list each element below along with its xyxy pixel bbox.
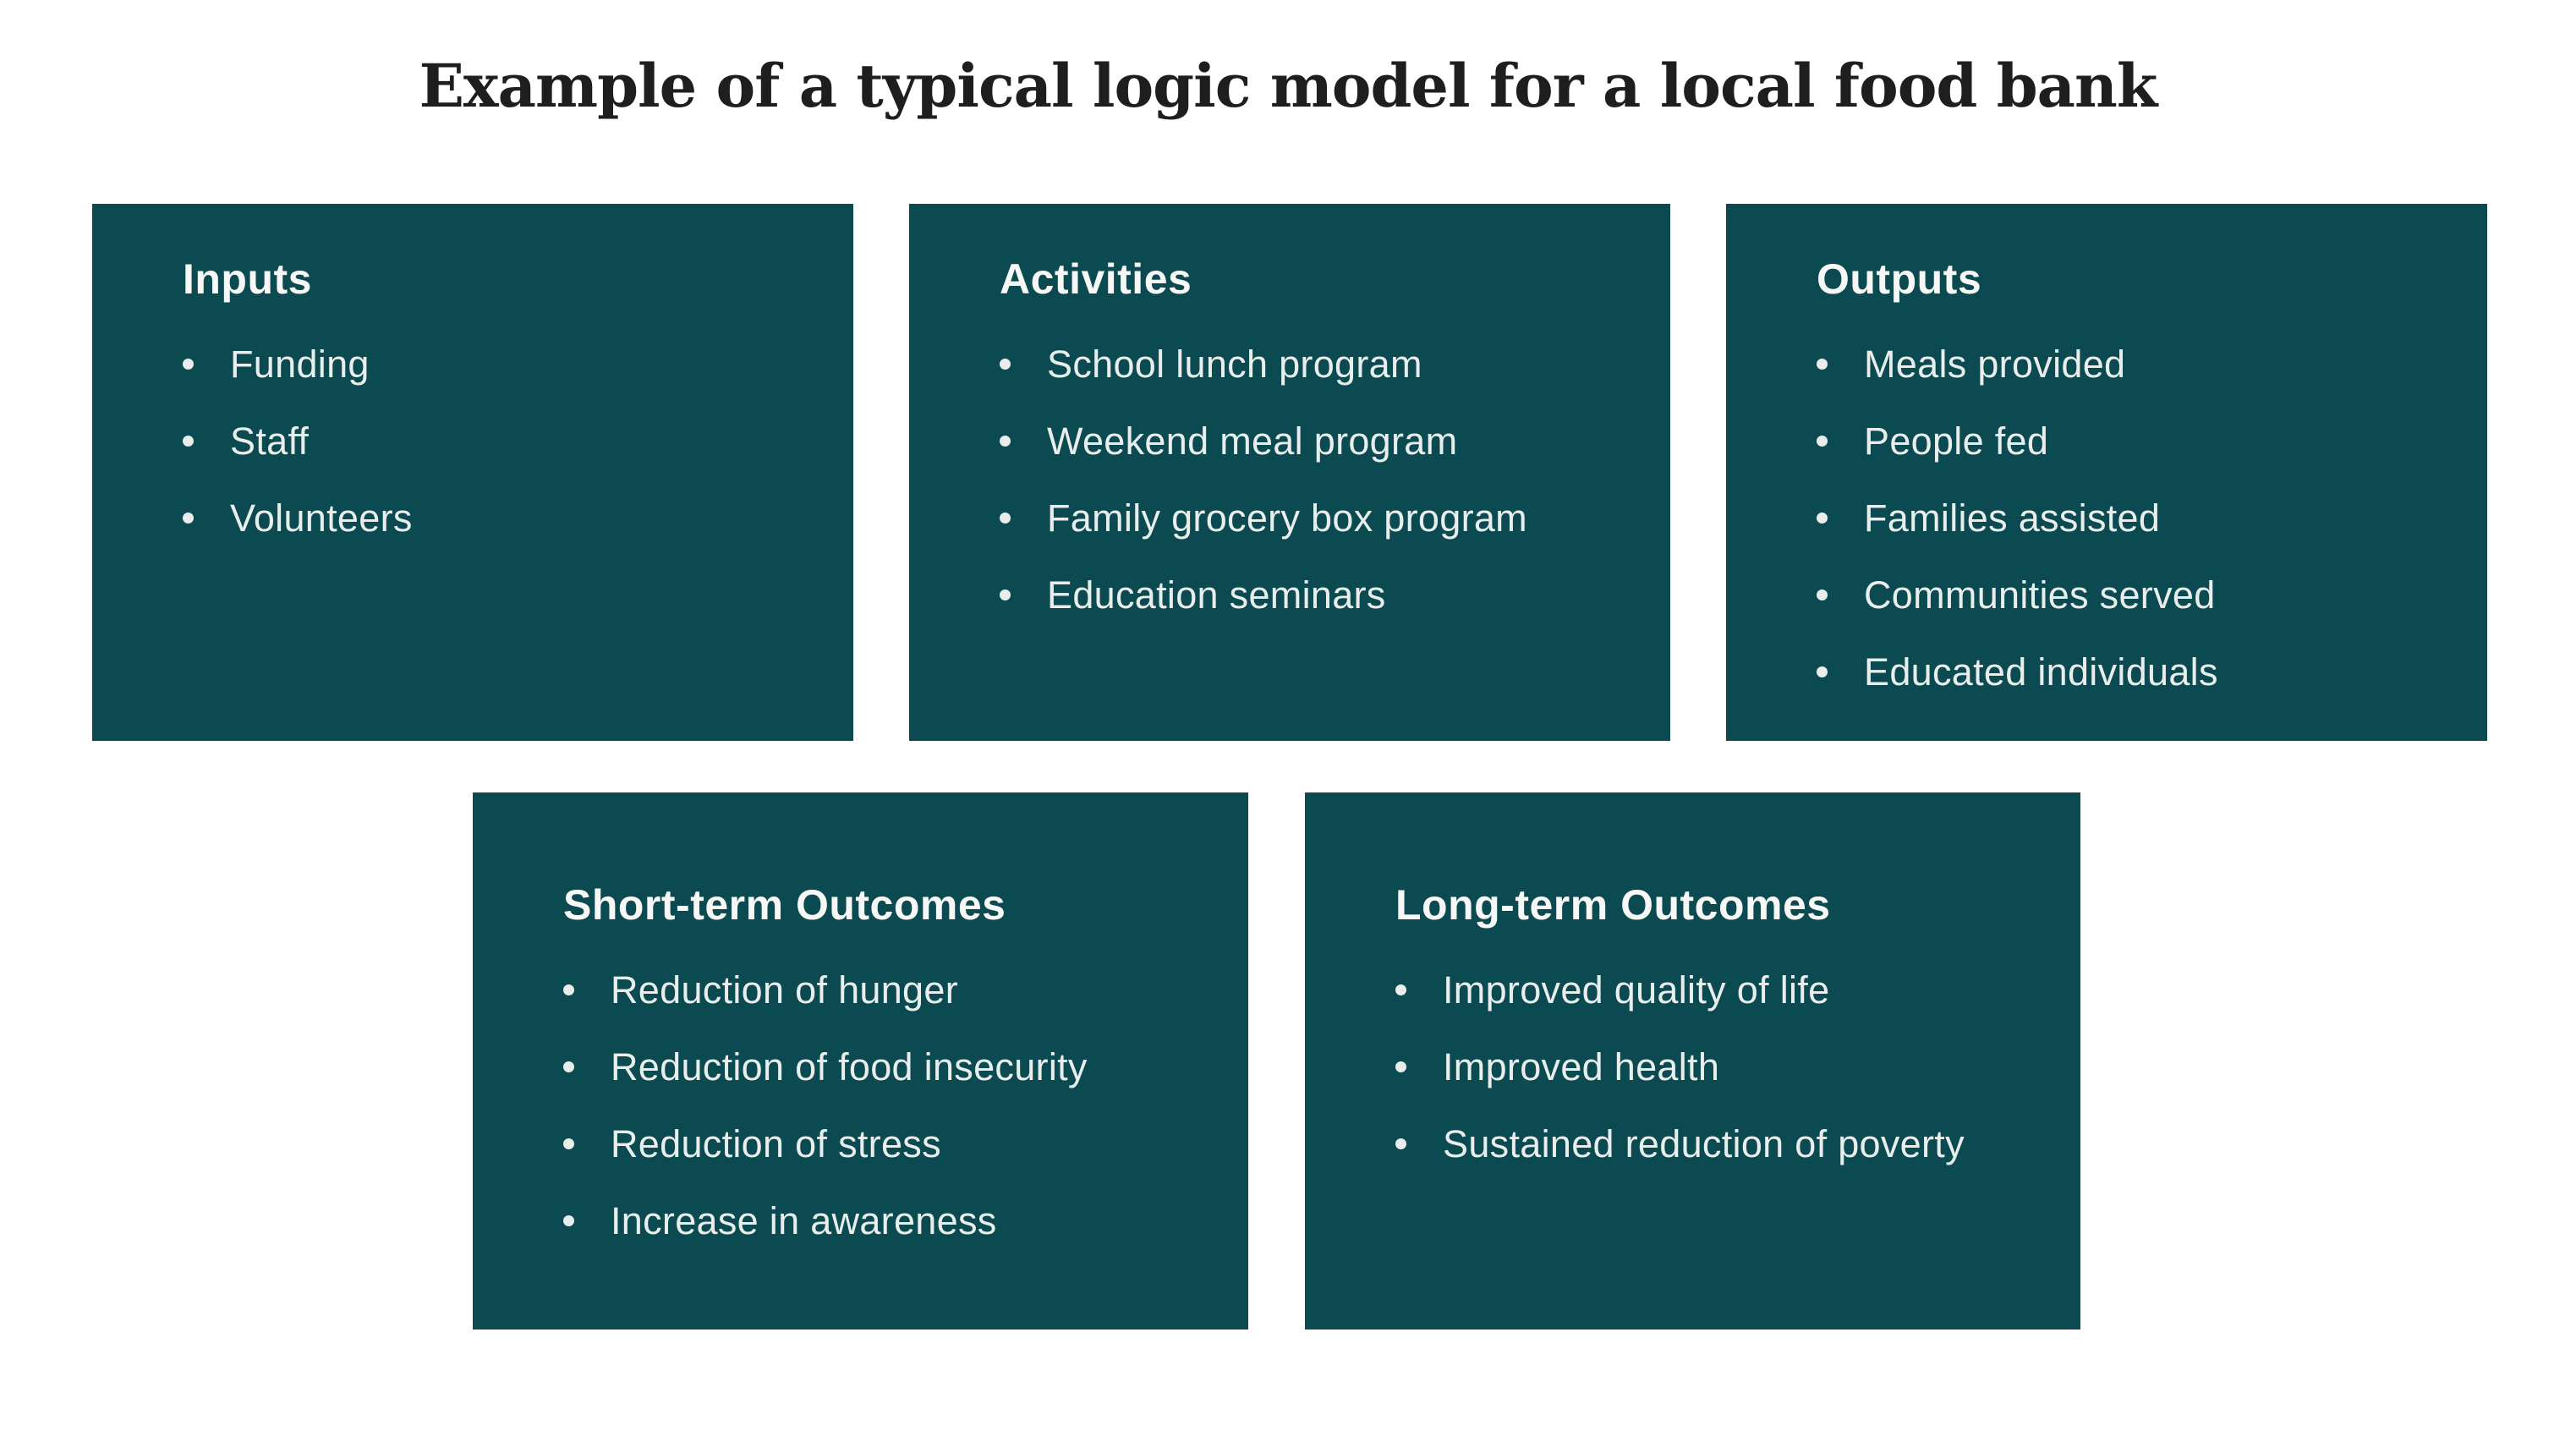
list-item-label: Reduction of hunger [611,968,958,1012]
list-item-label: People fed [1864,419,2049,463]
list-item-label: Educated individuals [1864,650,2218,694]
list-item-label: Families assisted [1864,496,2161,540]
box-short-term-outcomes-list: Reduction of hunger Reduction of food in… [563,951,1202,1259]
box-inputs-list: Funding Staff Volunteers [183,326,807,556]
list-item-label: Weekend meal program [1047,419,1458,463]
list-item-label: Improved health [1443,1045,1720,1088]
bullet-icon [563,984,574,995]
bullet-icon [1817,359,1828,370]
box-outputs: Outputs Meals provided People fed Famili… [1726,204,2487,741]
box-inputs: Inputs Funding Staff Volunteers [92,204,853,741]
bullet-icon [563,1138,574,1149]
list-item-label: Reduction of stress [611,1122,941,1165]
list-item: Improved quality of life [1395,951,2034,1028]
list-item: Reduction of stress [563,1105,1202,1182]
list-item-label: Volunteers [230,496,413,540]
bullet-icon [183,513,194,524]
list-item: Communities served [1817,556,2441,633]
box-outputs-title: Outputs [1817,255,1982,303]
list-item: Staff [183,403,807,480]
box-activities-title: Activities [1000,255,1192,303]
list-item-label: Improved quality of life [1443,968,1830,1012]
bullet-icon [1817,436,1828,447]
list-item-label: Staff [230,419,310,463]
list-item-label: Education seminars [1047,573,1386,617]
list-item-label: Communities served [1864,573,2216,617]
list-item-label: Funding [230,343,370,386]
list-item-label: Family grocery box program [1047,496,1527,540]
list-item: Weekend meal program [1000,403,1624,480]
page-title: Example of a typical logic model for a l… [419,51,2158,121]
box-activities: Activities School lunch program Weekend … [909,204,1670,741]
box-outputs-list: Meals provided People fed Families assis… [1817,326,2441,710]
bullet-icon [1817,589,1828,600]
list-item: People fed [1817,403,2441,480]
list-item-label: Meals provided [1864,343,2126,386]
bullet-icon [1000,359,1011,370]
list-item: Meals provided [1817,326,2441,403]
list-item: Sustained reduction of poverty [1395,1105,2034,1182]
box-long-term-outcomes-title: Long-term Outcomes [1395,881,1831,929]
bullet-icon [1000,513,1011,524]
list-item-label: Increase in awareness [611,1199,997,1242]
bullet-icon [1817,666,1828,677]
list-item: Improved health [1395,1028,2034,1105]
box-short-term-outcomes: Short-term Outcomes Reduction of hunger … [473,792,1248,1330]
box-long-term-outcomes: Long-term Outcomes Improved quality of l… [1305,792,2080,1330]
bullet-icon [1000,589,1011,600]
list-item: Educated individuals [1817,633,2441,710]
list-item-label: Reduction of food insecurity [611,1045,1088,1088]
list-item: Funding [183,326,807,403]
box-outputs-content: Outputs Meals provided People fed Famili… [1726,204,2487,710]
box-activities-content: Activities School lunch program Weekend … [909,204,1670,633]
bullet-icon [563,1215,574,1226]
box-inputs-content: Inputs Funding Staff Volunteers [92,204,853,556]
list-item: Education seminars [1000,556,1624,633]
list-item: Volunteers [183,480,807,556]
box-long-term-outcomes-list: Improved quality of life Improved health… [1395,951,2034,1182]
bullet-icon [183,436,194,447]
box-short-term-outcomes-content: Short-term Outcomes Reduction of hunger … [473,792,1248,1259]
list-item: Family grocery box program [1000,480,1624,556]
list-item: Families assisted [1817,480,2441,556]
bullet-icon [563,1061,574,1072]
list-item: Reduction of food insecurity [563,1028,1202,1105]
bullet-icon [1395,984,1406,995]
box-activities-list: School lunch program Weekend meal progra… [1000,326,1624,633]
bullet-icon [1395,1138,1406,1149]
bullet-icon [1395,1061,1406,1072]
bullet-icon [1000,436,1011,447]
box-short-term-outcomes-title: Short-term Outcomes [563,881,1006,929]
bullet-icon [1817,513,1828,524]
list-item-label: Sustained reduction of poverty [1443,1122,1965,1165]
box-inputs-title: Inputs [183,255,312,303]
list-item-label: School lunch program [1047,343,1422,386]
list-item: Reduction of hunger [563,951,1202,1028]
bullet-icon [183,359,194,370]
list-item: School lunch program [1000,326,1624,403]
list-item: Increase in awareness [563,1182,1202,1259]
box-long-term-outcomes-content: Long-term Outcomes Improved quality of l… [1305,792,2080,1182]
